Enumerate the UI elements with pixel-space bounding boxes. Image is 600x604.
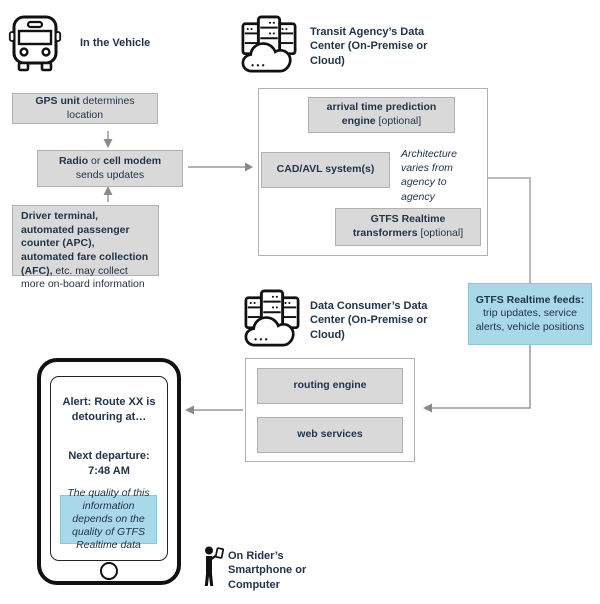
departure-time: 7:48 AM: [88, 464, 130, 477]
web-services-box: web services: [257, 417, 403, 453]
transit-data-center-title: Transit Agency’s Data Center (On-Premise…: [310, 26, 428, 67]
gtfs-transformers-box: GTFS Realtime transformers [optional]: [335, 208, 481, 246]
rider-icon: [204, 546, 225, 586]
departure-label: Next departure:: [68, 449, 150, 462]
smartphone: Alert: Route XX is detouring at… Next de…: [37, 358, 181, 585]
routing-engine-box: routing engine: [257, 368, 403, 404]
smartphone-screen: Alert: Route XX is detouring at… Next de…: [50, 376, 168, 561]
consumer-data-center-icon: [244, 289, 300, 347]
gps-unit-box: GPS unit determines location: [12, 93, 158, 124]
bus-icon: [8, 15, 62, 72]
transit-data-center-icon: [241, 15, 297, 73]
arrival-prediction-box: arrival time prediction engine [optional…: [308, 97, 455, 133]
radio-modem-box: Radio or cell modem sends updates: [37, 150, 183, 187]
driver-terminal-box: Driver terminal, automated passenger cou…: [12, 205, 159, 290]
alert-text: Alert: Route XX is detouring at…: [62, 396, 156, 423]
consumer-data-center-title: Data Consumer’s Data Center (On-Premise …: [310, 300, 428, 341]
architecture-note: Architecture varies from agency to agenc…: [401, 148, 458, 203]
gtfs-feeds-box: GTFS Realtime feeds: trip updates, servi…: [468, 283, 592, 345]
quality-note-box: The quality of this information depends …: [60, 487, 157, 551]
rider-title: On Rider’s Smartphone or Computer: [228, 550, 307, 591]
in-vehicle-title: In the Vehicle: [80, 37, 151, 49]
home-button: [100, 562, 118, 580]
cad-avl-box: CAD/AVL system(s): [261, 152, 390, 188]
